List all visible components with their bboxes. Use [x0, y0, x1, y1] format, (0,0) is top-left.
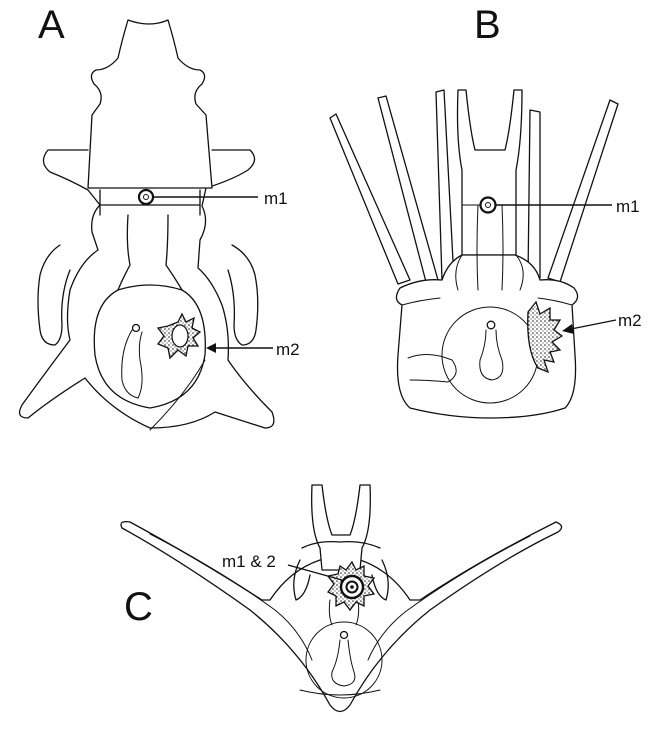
- panel-a-column: [118, 215, 182, 290]
- panel-a-right-arm: [228, 245, 258, 345]
- panel-c-letter: C: [124, 585, 153, 629]
- panel-c: C m1 & 2: [121, 485, 562, 712]
- panel-b-spine-4: [548, 100, 618, 282]
- panel-c-flap-left: [294, 560, 310, 600]
- panel-b: B m1 m2: [330, 3, 642, 418]
- panel-a-m2-arrowhead: [206, 343, 216, 353]
- panel-a-left-arm: [38, 245, 70, 345]
- panel-b-spine-5: [528, 110, 540, 278]
- panel-a-m1-core: [144, 195, 149, 200]
- panel-a-letter: A: [38, 3, 65, 47]
- panel-a-stalk: [150, 360, 205, 430]
- panel-b-m2-label: m2: [618, 311, 642, 330]
- panel-a-pore: [133, 325, 140, 332]
- panel-b-m1-core: [486, 203, 491, 208]
- panel-a-m2-label: m2: [276, 340, 300, 359]
- panel-a-channel: [122, 330, 142, 398]
- panel-c-head: [312, 485, 371, 570]
- panel-c-keyhole: [332, 640, 355, 686]
- panel-b-m1-label: m1: [616, 197, 640, 216]
- panel-c-pore: [341, 632, 348, 639]
- panel-a: A m1 m2: [20, 3, 300, 430]
- panel-c-m12-label: m1 & 2: [222, 552, 276, 571]
- panel-c-base-line: [300, 690, 380, 695]
- panel-a-m1-label: m1: [264, 189, 288, 208]
- panel-b-spine-3: [436, 90, 454, 280]
- panel-a-head: [88, 20, 212, 188]
- panel-b-head: [458, 90, 523, 255]
- panel-b-pore: [487, 321, 495, 329]
- panel-b-letter: B: [474, 3, 501, 47]
- panel-c-m12-core: [350, 585, 354, 589]
- panel-a-m2-core: [172, 325, 188, 347]
